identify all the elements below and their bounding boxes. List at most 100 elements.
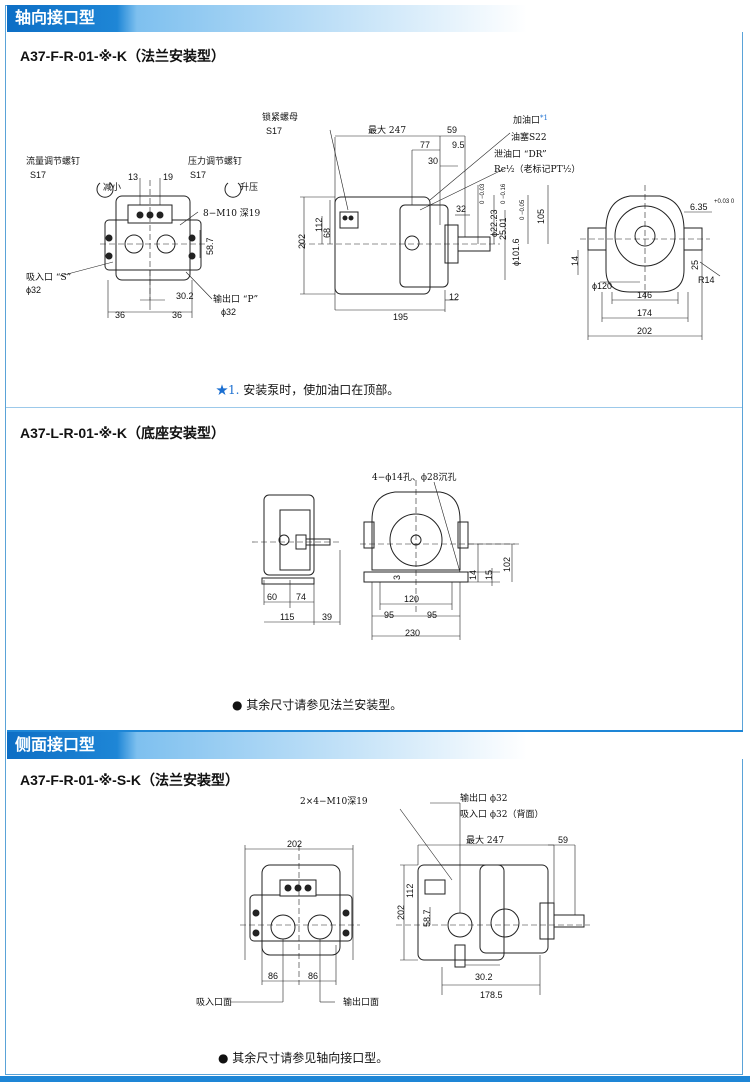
dim-12: 12 (449, 292, 459, 302)
suction-port-label: 吸入口 “S” (26, 272, 71, 283)
side-outlet-label: 输出口 ϕ32 (460, 792, 507, 804)
side-dim-202: 202 (396, 905, 406, 920)
tol-22-23: 0 −0.03 (480, 183, 486, 204)
note-install-orientation: ★1. 安装泵时，使加油口在顶部。 (216, 383, 400, 397)
dim-105: 105 (536, 209, 546, 224)
dim-202-side-front: 202 (287, 839, 302, 849)
model-title-flange-axial: A37-F-R-01-※-K（法兰安装型） (20, 48, 225, 64)
dim-95-left: 95 (384, 610, 394, 620)
dim-9-5: 9.5 (452, 140, 465, 150)
side-port-side-view (396, 802, 590, 995)
suction-face-label: 吸入口面 (196, 997, 232, 1008)
section-header-side: 侧面接口型 (7, 732, 743, 759)
dim-phi-120: ϕ120 (592, 281, 612, 291)
section-header-line (7, 730, 743, 732)
dim-14: 14 (570, 256, 580, 266)
front-view-left (96, 178, 242, 318)
dim-86-right: 86 (308, 971, 318, 981)
base-mount-drawing: 60 74 115 39 4−ϕ14孔、ϕ28沉孔 3 120 14 15 10… (252, 472, 520, 640)
increase-label: 升压 (240, 182, 258, 193)
dim-39: 39 (322, 612, 332, 622)
outlet-face-label: 输出口面 (343, 996, 379, 1008)
side-port-front-view (230, 845, 360, 1003)
dim-phi-22-23: ϕ22.23 (489, 209, 499, 237)
dim-25: 25 (690, 260, 700, 270)
dim-max-247: 最大 247 (368, 124, 406, 136)
rear-view-right (577, 185, 721, 340)
dim-202-rear: 202 (637, 326, 652, 336)
section-header-side-text: 侧面接口型 (15, 737, 96, 754)
dim-68: 68 (322, 228, 332, 238)
dim-59: 59 (447, 125, 457, 135)
locknut-label: 锁紧螺母 (262, 111, 298, 123)
dim-32: 32 (456, 204, 466, 214)
outlet-port-diameter: ϕ32 (221, 307, 236, 317)
dim-30: 30 (428, 156, 438, 166)
dim-3: 3 (392, 575, 402, 580)
m10-holes-label: 8−M10 深19 (203, 208, 261, 219)
dim-77: 77 (420, 140, 430, 150)
mount-holes-label: 4−ϕ14孔、ϕ28沉孔 (372, 472, 456, 483)
dim-120: 120 (404, 594, 419, 604)
tol-101-6: 0 −0.05 (520, 199, 526, 220)
note-see-axial-type: ● 其余尺寸请参见轴向接口型。 (218, 1051, 389, 1065)
side-port-drawing: 202 86 86 吸入口面 输出口面 2×4−M10深19 输出 (196, 792, 590, 1008)
dim-115: 115 (280, 612, 294, 622)
dim-195: 195 (393, 312, 408, 322)
side-dim-30-2: 30.2 (475, 972, 493, 982)
section-header-axial-text: 轴向接口型 (15, 10, 96, 27)
dim-86-left: 86 (268, 971, 278, 981)
dim-19: 19 (163, 172, 173, 182)
side-view-middle (300, 129, 549, 312)
base-front-view (360, 480, 520, 640)
side-dim-58-7: 58.7 (422, 909, 432, 927)
fill-port-label: 加油口*1 (513, 114, 548, 126)
dim-6-35: 6.35 (690, 202, 708, 212)
dim-112: 112 (314, 218, 324, 232)
tol-25-01: 0 −0.16 (501, 183, 507, 204)
flow-screw-size: S17 (30, 170, 46, 180)
dim-174: 174 (637, 308, 652, 318)
drain-port-label: 泄油口 “DR” (494, 148, 547, 160)
side-dim-178-5: 178.5 (480, 990, 503, 1000)
dim-58-7: 58.7 (205, 237, 215, 255)
suction-port-diameter: ϕ32 (26, 285, 41, 295)
dim-202: 202 (297, 234, 307, 249)
dim-14-base: 14 (468, 570, 478, 580)
axial-flange-drawing: 流量调节螺钉 S17 压力调节螺钉 S17 减小 升压 13 19 8−M10 … (26, 111, 735, 340)
side-dim-112: 112 (405, 884, 415, 898)
bottom-bar (0, 1076, 750, 1082)
dim-36-right: 36 (172, 310, 182, 320)
decrease-label: 减小 (103, 181, 121, 193)
dim-95-right: 95 (427, 610, 437, 620)
section-header-axial: 轴向接口型 (7, 5, 743, 32)
flow-screw-label: 流量调节螺钉 (26, 155, 80, 167)
tol-6-35: +0.03 0 (714, 199, 735, 205)
model-title-base-mount: A37-L-R-01-※-K（底座安装型） (20, 425, 225, 441)
oil-plug-label: 油塞S22 (511, 131, 547, 143)
dim-30-2: 30.2 (176, 291, 194, 301)
dim-13: 13 (128, 172, 138, 182)
locknut-size: S17 (266, 126, 282, 136)
dim-60: 60 (267, 592, 277, 602)
dim-r14: R14 (698, 275, 715, 285)
dim-36-left: 36 (115, 310, 125, 320)
dim-25-01: 25.01 (498, 217, 508, 240)
drain-thread-label: Rc½（老标记PT½） (494, 163, 580, 175)
dim-phi-101-6: ϕ101.6 (511, 238, 521, 266)
dim-146: 146 (637, 290, 652, 300)
side-dim-59: 59 (558, 835, 568, 845)
note-see-flange-type: ● 其余尺寸请参见法兰安装型。 (232, 698, 403, 712)
side-dim-max-247: 最大 247 (466, 834, 504, 846)
section-divider-1 (6, 407, 742, 408)
pressure-screw-size: S17 (190, 170, 206, 180)
pressure-screw-label: 压力调节螺钉 (188, 155, 242, 167)
dim-230: 230 (405, 628, 420, 638)
dim-74: 74 (296, 592, 306, 602)
outlet-port-label: 输出口 “P” (213, 293, 258, 305)
side-suction-label: 吸入口 ϕ32（背面） (460, 808, 543, 820)
dim-15: 15 (484, 570, 494, 580)
dim-102: 102 (502, 557, 512, 572)
side-m10-holes-label: 2×4−M10深19 (300, 796, 368, 807)
model-title-flange-side: A37-F-R-01-※-S-K（法兰安装型） (20, 772, 239, 788)
